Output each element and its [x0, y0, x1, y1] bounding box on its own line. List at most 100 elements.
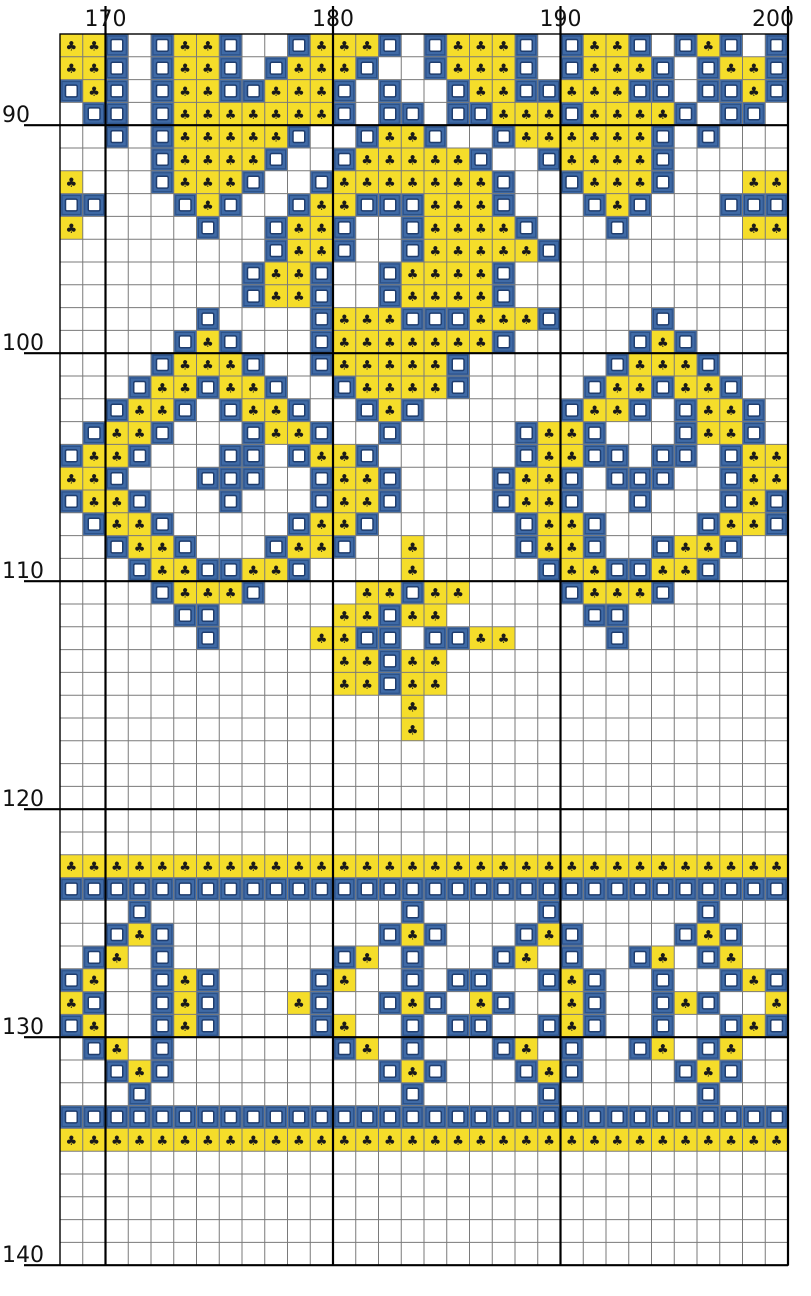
svg-text:♣: ♣	[475, 632, 487, 647]
stitch-yellow-club: ♣	[515, 308, 538, 331]
svg-text:♣: ♣	[634, 359, 646, 374]
svg-text:♣: ♣	[634, 860, 646, 875]
stitch-yellow-club: ♣	[561, 80, 584, 103]
stitch-yellow-club: ♣	[219, 125, 242, 148]
svg-text:♣: ♣	[589, 587, 601, 602]
stitch-yellow-club: ♣	[629, 855, 652, 878]
stitch-blue-square	[561, 946, 584, 969]
stitch-yellow-club: ♣	[515, 1128, 538, 1151]
svg-text:♣: ♣	[384, 336, 396, 351]
stitch-yellow-club: ♣	[401, 650, 424, 673]
stitch-blue-square	[333, 946, 356, 969]
svg-text:♣: ♣	[589, 62, 601, 77]
stitch-blue-square	[83, 878, 106, 901]
svg-text:♣: ♣	[339, 313, 351, 328]
stitch-yellow-club: ♣	[629, 376, 652, 399]
svg-text:♣: ♣	[179, 131, 191, 146]
stitch-blue-square	[515, 513, 538, 536]
svg-text:♣: ♣	[384, 404, 396, 419]
stitch-yellow-club: ♣	[538, 444, 561, 467]
svg-text:♣: ♣	[407, 359, 419, 374]
stitch-blue-square	[561, 878, 584, 901]
svg-text:♣: ♣	[430, 153, 442, 168]
stitch-blue-square	[515, 536, 538, 559]
stitch-yellow-club: ♣	[265, 1128, 288, 1151]
stitch-yellow-club: ♣	[83, 855, 106, 878]
stitch-yellow-club: ♣	[447, 194, 470, 217]
stitch-blue-square	[151, 353, 174, 376]
stitch-blue-square	[242, 285, 265, 308]
stitch-blue-square	[583, 1106, 606, 1129]
stitch-yellow-club: ♣	[492, 239, 515, 262]
stitch-yellow-club: ♣	[151, 855, 174, 878]
svg-text:♣: ♣	[566, 131, 578, 146]
svg-text:♣: ♣	[589, 564, 601, 579]
stitch-yellow-club: ♣	[697, 376, 720, 399]
stitch-blue-square	[151, 80, 174, 103]
svg-text:♣: ♣	[88, 1134, 100, 1149]
stitch-yellow-club: ♣	[652, 1037, 675, 1060]
stitch-blue-square	[561, 490, 584, 513]
svg-text:♣: ♣	[475, 860, 487, 875]
stitch-blue-square	[606, 1106, 629, 1129]
stitch-yellow-club: ♣	[83, 444, 106, 467]
stitch-blue-square	[265, 216, 288, 239]
stitch-blue-square	[310, 171, 333, 194]
svg-text:♣: ♣	[270, 290, 282, 305]
stitch-blue-square	[242, 581, 265, 604]
stitch-yellow-club: ♣	[333, 490, 356, 513]
stitch-yellow-club: ♣	[379, 855, 402, 878]
stitch-blue-square	[720, 444, 743, 467]
stitch-yellow-club: ♣	[515, 125, 538, 148]
stitch-blue-square	[106, 536, 129, 559]
stitch-blue-square	[333, 239, 356, 262]
svg-text:♣: ♣	[521, 1043, 533, 1058]
svg-text:♣: ♣	[407, 997, 419, 1012]
svg-text:♣: ♣	[589, 1134, 601, 1149]
svg-text:♣: ♣	[293, 245, 305, 260]
svg-text:♣: ♣	[475, 39, 487, 54]
svg-text:♣: ♣	[498, 39, 510, 54]
svg-text:♣: ♣	[430, 655, 442, 670]
svg-text:♣: ♣	[407, 131, 419, 146]
svg-text:♣: ♣	[361, 1043, 373, 1058]
stitch-yellow-club: ♣	[174, 80, 197, 103]
svg-text:♣: ♣	[566, 974, 578, 989]
svg-text:♣: ♣	[521, 951, 533, 966]
svg-text:♣: ♣	[339, 473, 351, 488]
stitch-blue-square	[697, 558, 720, 581]
stitch-yellow-club: ♣	[424, 262, 447, 285]
svg-text:♣: ♣	[316, 39, 328, 54]
svg-text:♣: ♣	[407, 701, 419, 716]
svg-text:♣: ♣	[316, 222, 328, 237]
svg-text:♣: ♣	[339, 495, 351, 510]
stitch-yellow-club: ♣	[697, 399, 720, 422]
svg-text:♣: ♣	[179, 974, 191, 989]
stitch-blue-square	[720, 1060, 743, 1083]
svg-text:♣: ♣	[293, 997, 305, 1012]
stitch-yellow-club: ♣	[652, 330, 675, 353]
svg-text:♣: ♣	[725, 1043, 737, 1058]
stitch-yellow-club: ♣	[401, 171, 424, 194]
stitch-yellow-club: ♣	[310, 216, 333, 239]
stitch-yellow-club: ♣	[424, 650, 447, 673]
stitch-yellow-club: ♣	[242, 855, 265, 878]
stitch-yellow-club: ♣	[765, 1128, 788, 1151]
stitch-blue-square	[492, 1037, 515, 1060]
stitch-yellow-club: ♣	[492, 102, 515, 125]
svg-text:♣: ♣	[748, 85, 760, 100]
svg-text:♣: ♣	[612, 39, 624, 54]
stitch-blue-square	[128, 490, 151, 513]
stitch-yellow-club: ♣	[538, 536, 561, 559]
svg-text:♣: ♣	[66, 473, 78, 488]
stitch-blue-square	[674, 399, 697, 422]
svg-text:♣: ♣	[703, 404, 715, 419]
svg-text:♣: ♣	[202, 108, 214, 123]
stitch-yellow-club: ♣	[743, 969, 766, 992]
svg-text:♣: ♣	[430, 267, 442, 282]
svg-text:♣: ♣	[88, 473, 100, 488]
stitch-yellow-club: ♣	[242, 148, 265, 171]
stitch-blue-square	[174, 330, 197, 353]
svg-text:♣: ♣	[66, 176, 78, 191]
svg-text:♣: ♣	[612, 381, 624, 396]
